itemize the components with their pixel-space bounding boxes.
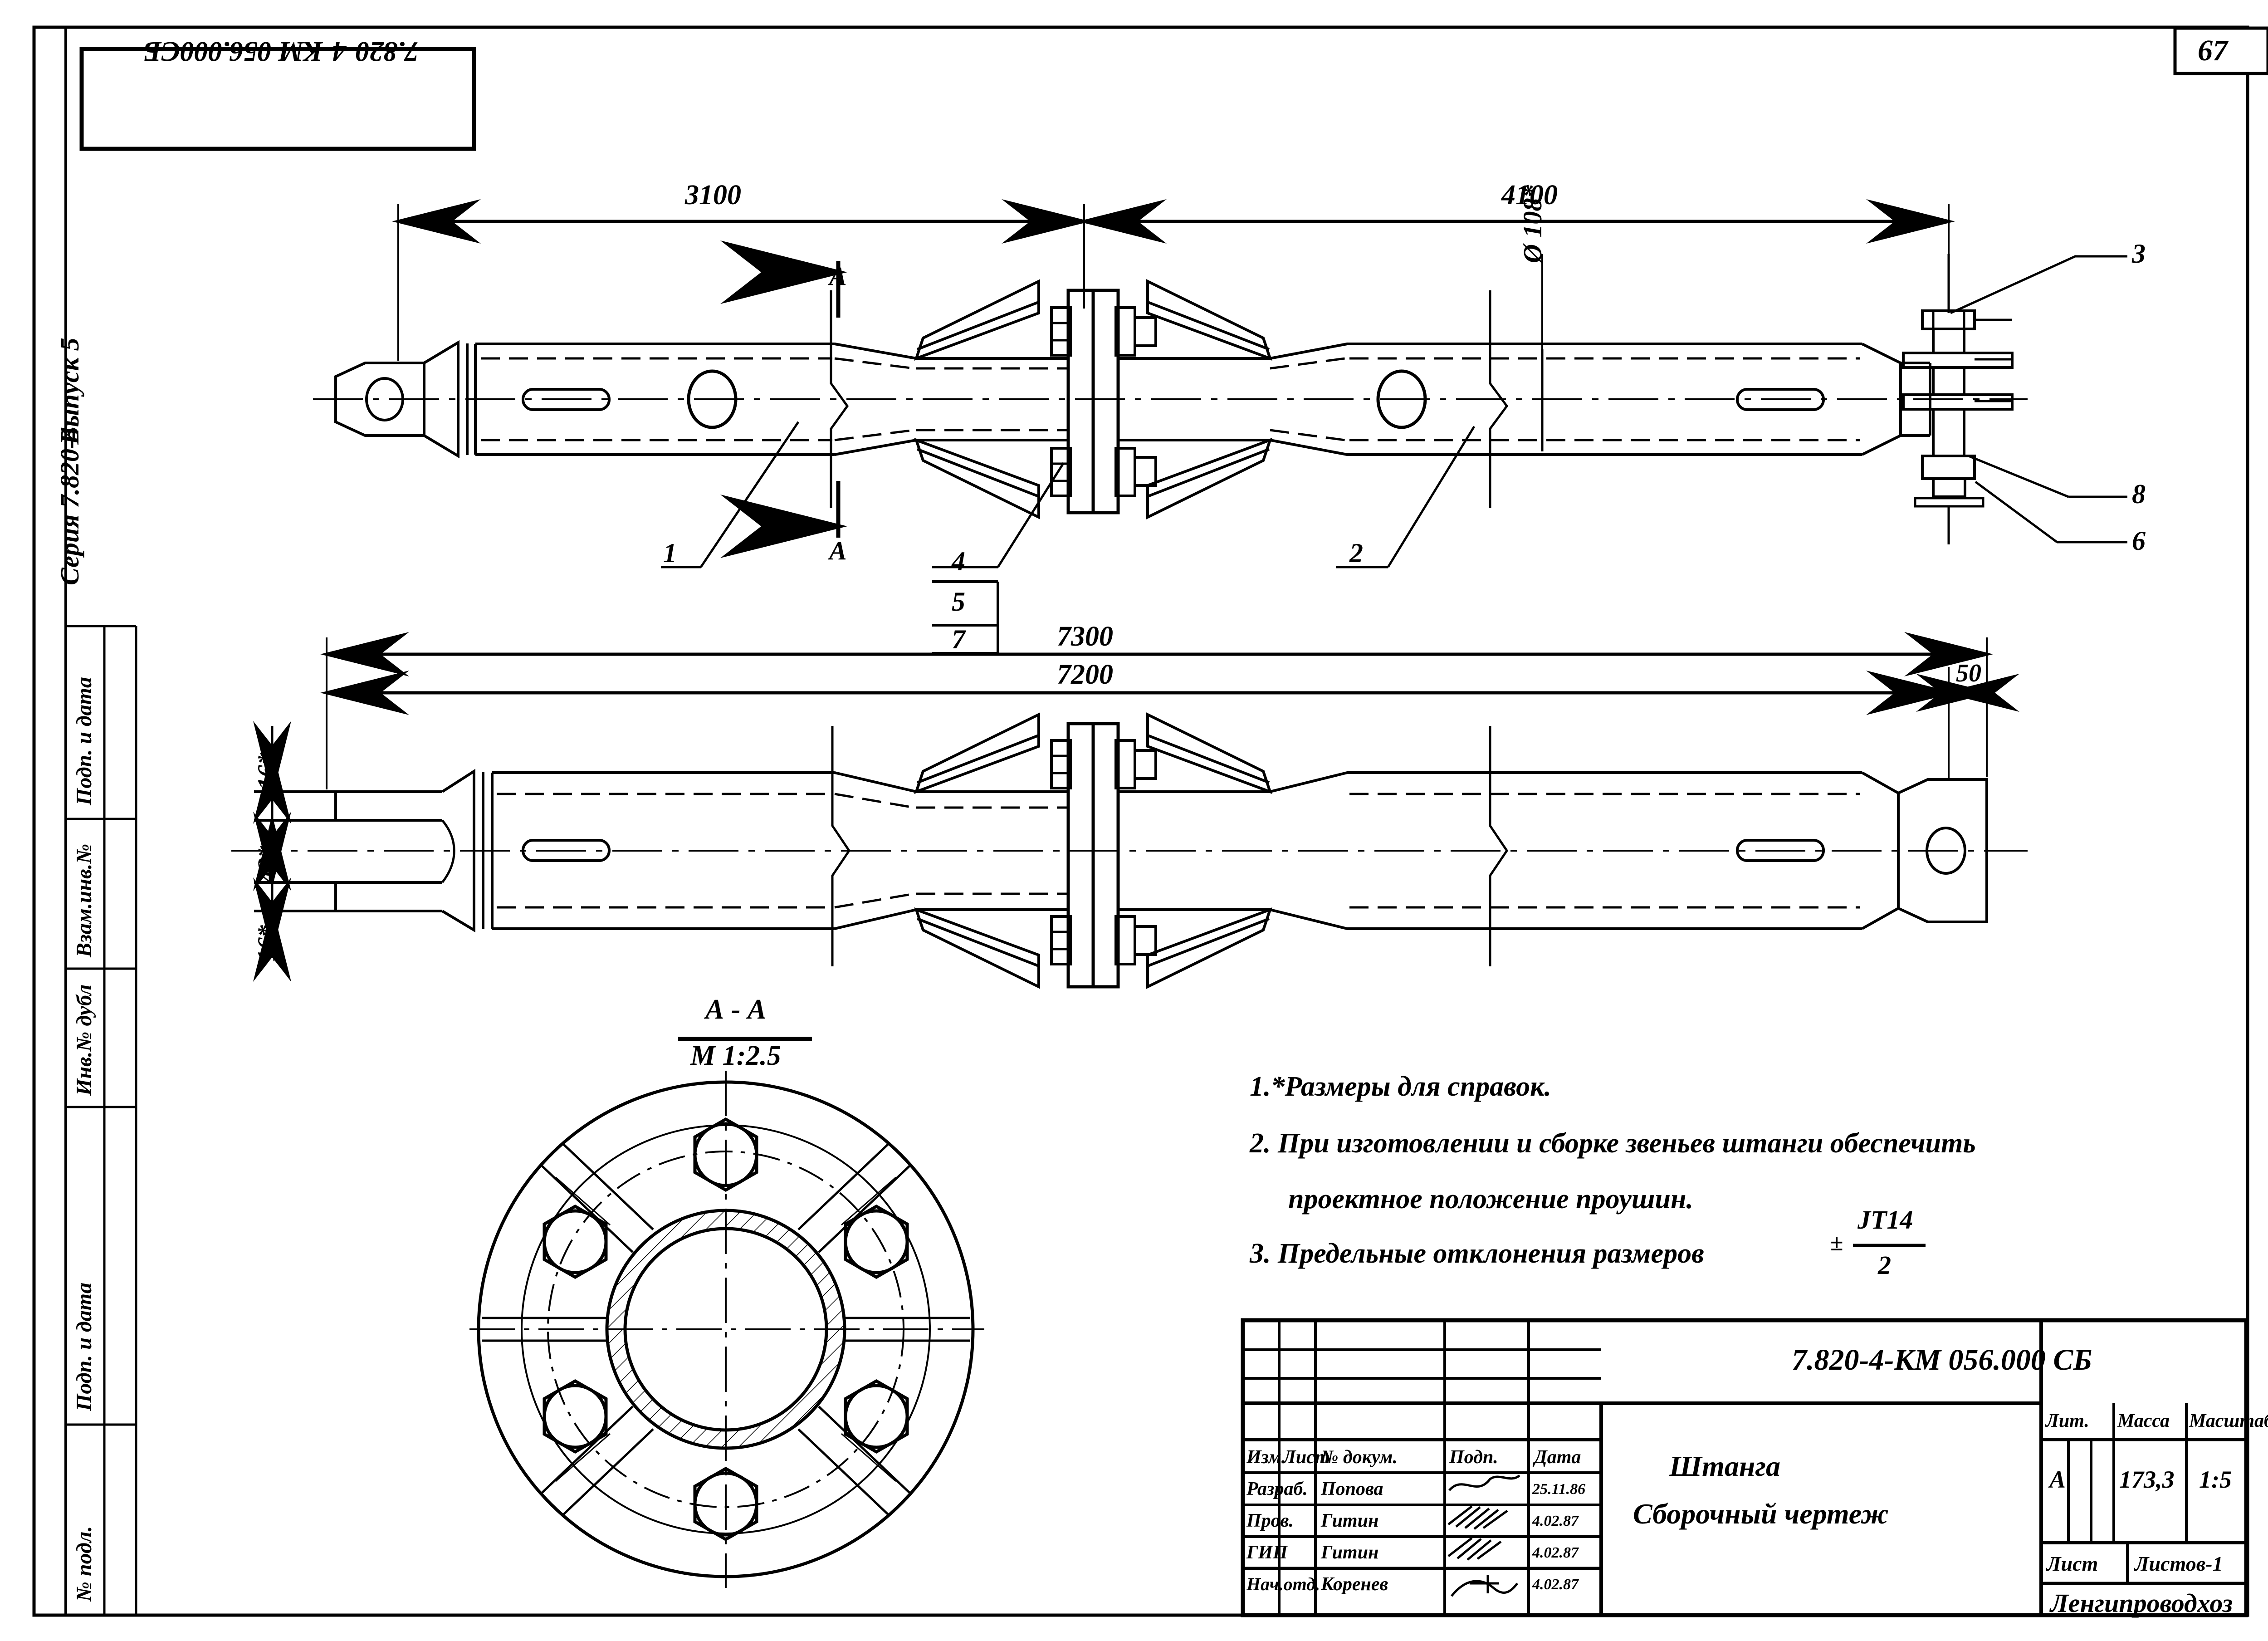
meta-header-lit: Лит. [2046,1411,2089,1431]
callout-6: 6 [2132,526,2146,556]
rev-header-data: Дата [1534,1447,1581,1468]
note-item-2: 2. При изготовлении и сборке звеньев шта… [1250,1128,1976,1159]
drawing-title-line2: Сборочный чертеж [1633,1498,1889,1530]
row-role-3: Нач.отд. [1246,1574,1320,1594]
dim-7300: 7300 [1057,621,1113,652]
rev-header-list: Лист [1283,1447,1330,1468]
sheet-frame [32,25,2268,1617]
section-mark-label-lower: А [829,536,847,565]
bottom-view-geometry [254,726,917,966]
issue-label: Выпуск 5 [55,338,84,445]
row-role-0: Разраб. [1246,1479,1308,1499]
row-name-3: Коренев [1321,1574,1388,1595]
sheets-label: Листов-1 [2135,1552,2223,1575]
callout-3: 3 [2132,239,2146,269]
callout-1: 1 [663,538,677,568]
callout-2: 2 [1349,538,1363,568]
meta-header-massa: Масса [2117,1411,2170,1431]
dim-50: 50 [1956,659,1981,687]
margin-col-podp-data-1: Подп. и дата [72,676,96,805]
row-date-1: 4.02.87 [1532,1513,1579,1529]
row-role-2: ГИП [1246,1542,1288,1563]
section-mark-label-upper: А [829,261,847,291]
note-item-3: 3. Предельные отклонения размеров [1250,1238,1704,1269]
section-title: А - А [705,994,767,1025]
row-date-2: 4.02.87 [1532,1544,1579,1561]
row-name-0: Попова [1321,1479,1383,1499]
rev-header-podp: Подп. [1449,1447,1498,1468]
note-item-2-cont: проектное положение проушин. [1288,1184,1693,1215]
callout-4: 4 [952,546,965,576]
dim-diameter-108: Ø 108* [1518,185,1547,263]
top-view-right-segment [1270,290,1931,508]
dim-3100: 3100 [685,180,741,211]
callout-5: 5 [952,587,965,617]
callout-leaders-top [661,255,2127,568]
meta-value-mass: 173,3 [2119,1466,2175,1493]
right-bolt-clevis [1902,254,2014,544]
sheet-label: Лист [2047,1552,2098,1575]
dim-16-lower: 16* [253,925,280,962]
row-role-1: Пров. [1246,1510,1294,1531]
meta-value-lit: А [2049,1466,2066,1493]
top-view-geometry [334,290,917,508]
row-date-3: 4.02.87 [1532,1576,1579,1593]
dim-42: 42* [253,846,280,882]
corner-stamp-box [79,47,476,151]
rev-header-izm: Изм. [1246,1447,1286,1468]
margin-col-vzam-inv: Взам.инв.№ [72,843,96,957]
row-name-1: Гитин [1321,1510,1379,1531]
tolerance-sign: ± [1830,1230,1843,1256]
bottom-dimension-lines [253,632,2019,982]
section-mark-A [720,240,847,558]
callout-8: 8 [2132,479,2146,509]
title-block-document-code: 7.820-4-КМ 056.000 СБ [1792,1343,2092,1376]
drawing-title-line1: Штанга [1669,1450,1780,1482]
series-label: Серия 7.820-4 [55,426,84,585]
rev-header-dokum: № докум. [1321,1447,1398,1468]
tolerance-numerator: JТ14 [1857,1205,1913,1234]
title-block-grid [1241,1318,2248,1617]
row-name-2: Гитин [1321,1542,1379,1563]
signature-marks [1447,1474,1520,1597]
tolerance-denominator: 2 [1878,1250,1891,1280]
note-item-1: 1.*Размеры для справок. [1250,1071,1551,1102]
meta-header-masshtab: Масштаб [2189,1411,2268,1431]
top-dimension-lines [392,199,1955,451]
section-AA-flange [469,1037,984,1588]
organization-name: Ленгипроводхоз [2050,1588,2233,1618]
corner-stamp-code: 7.820-4-КМ 056.000СБ [143,36,419,67]
page-number: 67 [2198,34,2228,67]
margin-col-no-podl: № подл. [72,1526,96,1602]
callout-7: 7 [952,624,965,654]
flange-coupling-top [914,279,1272,519]
bottom-view-right-segment [1270,726,1988,966]
dim-16-upper: 16* [253,753,280,789]
margin-col-inv-dubl: Инв.№ дубл [72,984,96,1096]
section-scale: М 1:2.5 [690,1040,781,1071]
margin-col-podp-data-2: Подп. и дата [72,1282,96,1411]
meta-value-scale: 1:5 [2199,1466,2232,1493]
row-date-0: 25.11.86 [1532,1481,1586,1498]
dim-7200: 7200 [1057,659,1113,690]
dim-4100: 4100 [1501,180,1558,211]
